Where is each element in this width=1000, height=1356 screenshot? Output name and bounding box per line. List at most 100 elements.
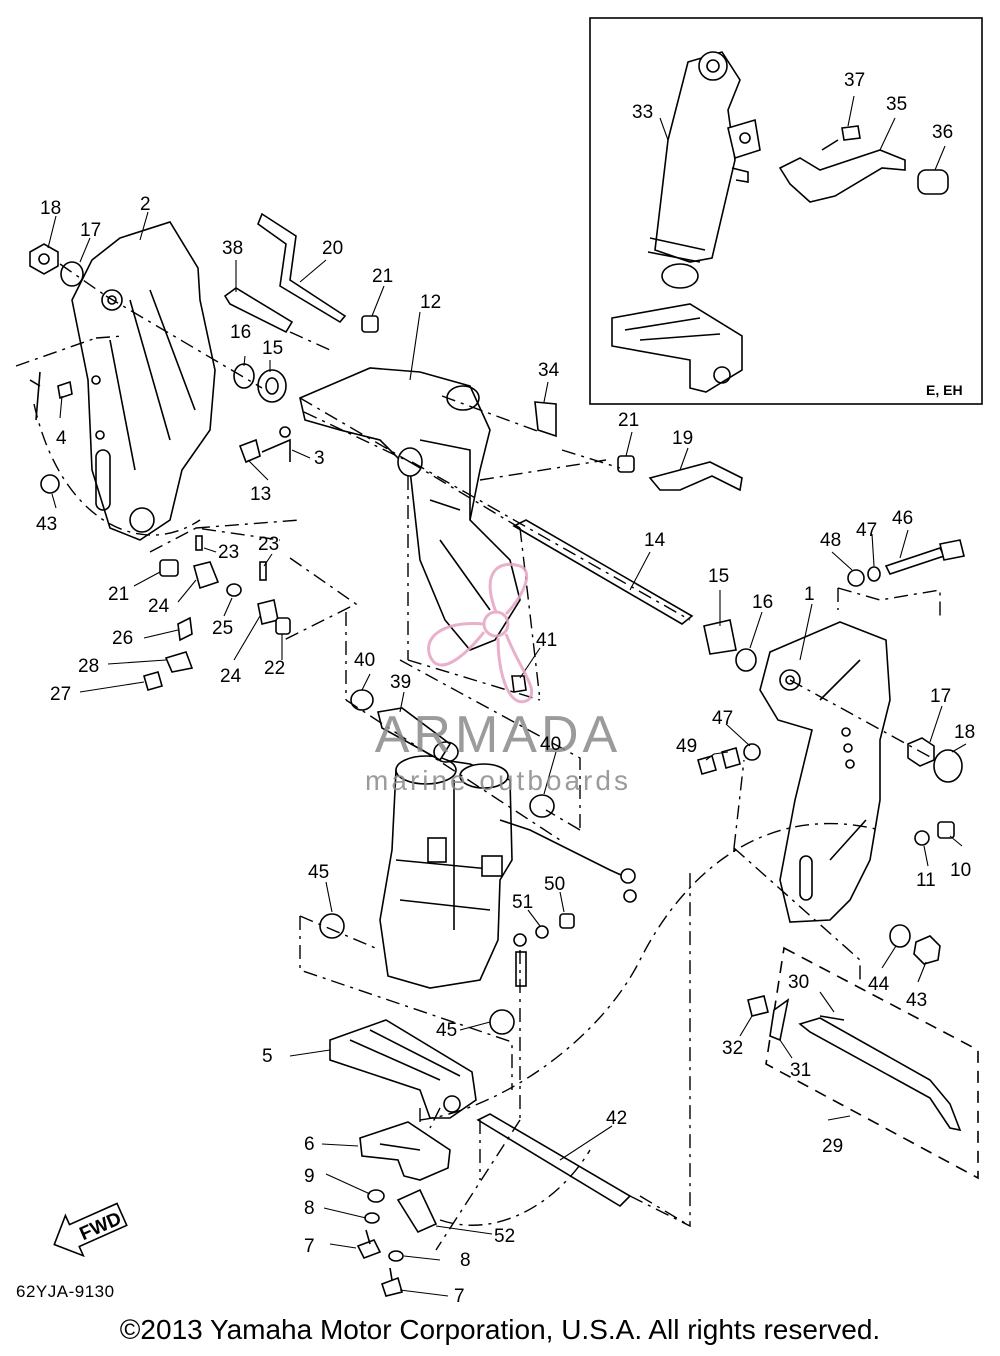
callout: 19 xyxy=(672,428,693,449)
nut-left xyxy=(29,243,59,275)
callout: 21 xyxy=(618,410,639,431)
nut-43b xyxy=(913,935,941,965)
callout: 46 xyxy=(892,508,913,529)
washer-44 xyxy=(889,924,911,948)
callout: 17 xyxy=(930,686,951,707)
small-parts-left xyxy=(29,371,291,691)
callout: 15 xyxy=(708,566,729,587)
callout: 29 xyxy=(822,1136,843,1157)
callout: 41 xyxy=(536,630,557,651)
tube-52 xyxy=(396,1188,438,1234)
inset-box xyxy=(589,17,983,405)
washer-51 xyxy=(535,925,549,939)
inset-cap xyxy=(917,169,949,195)
bolt-46 xyxy=(884,539,965,575)
callout: 24 xyxy=(220,666,242,687)
callout: 22 xyxy=(264,658,285,679)
bolt-10 xyxy=(937,821,955,839)
callout: 6 xyxy=(304,1134,315,1155)
tilt-pin-19 xyxy=(648,461,743,492)
sticker-34 xyxy=(534,401,557,438)
callout: 47 xyxy=(856,520,877,541)
callout: 4 xyxy=(56,428,67,449)
callout: 50 xyxy=(544,874,565,895)
inset-tilt-cylinder xyxy=(647,51,761,289)
callout: 45 xyxy=(436,1020,457,1041)
callout: 44 xyxy=(868,974,890,995)
callout: 20 xyxy=(322,238,343,259)
sweep-curves xyxy=(33,403,881,1226)
callout: 13 xyxy=(250,484,271,505)
callout: 12 xyxy=(420,292,441,313)
nut-49a xyxy=(697,755,717,775)
callout: 34 xyxy=(538,360,560,381)
callout: 8 xyxy=(304,1198,315,1219)
callout: 32 xyxy=(722,1038,743,1059)
washer-16a xyxy=(233,363,255,389)
grease-nipple-21b xyxy=(617,455,635,473)
bushing-15a xyxy=(257,369,287,403)
washer-48 xyxy=(847,569,865,587)
grease-nipple-21a xyxy=(361,315,379,333)
callout: 35 xyxy=(886,94,907,115)
washer-left xyxy=(60,261,84,287)
callout: 39 xyxy=(390,672,411,693)
callout: 16 xyxy=(230,322,251,343)
bushing-39 xyxy=(377,707,459,763)
watermark-brand: ARMADA xyxy=(375,706,621,764)
callout: 40 xyxy=(540,734,561,755)
bushing-15b xyxy=(703,619,737,655)
callout: 5 xyxy=(262,1046,273,1067)
callout: 11 xyxy=(916,870,936,891)
callout-labels: 18 17 2 38 20 21 12 16 15 4 3 13 43 34 2… xyxy=(36,70,975,1307)
callout: 38 xyxy=(222,238,243,259)
callout: 14 xyxy=(644,530,666,551)
copyright-notice: ©2013 Yamaha Motor Corporation, U.S.A. A… xyxy=(119,1314,881,1345)
callout: 8 xyxy=(460,1250,471,1271)
callout: 51 xyxy=(512,892,533,913)
lower-fasteners xyxy=(356,1189,404,1297)
clamp-bracket-left xyxy=(71,221,216,541)
callout: 15 xyxy=(262,338,283,359)
bushing-40a xyxy=(350,689,374,711)
callout: 45 xyxy=(308,862,329,883)
callout: 18 xyxy=(954,722,975,743)
callout: 7 xyxy=(304,1236,315,1257)
washer-16b xyxy=(735,648,757,672)
callout: 17 xyxy=(80,220,101,241)
callout: 24 xyxy=(148,596,170,617)
callout: 3 xyxy=(314,448,325,469)
inset-bracket xyxy=(778,149,906,203)
clip-41 xyxy=(511,675,527,693)
watermark: ARMADA marine outboards xyxy=(365,562,631,796)
inset-label: E, EH xyxy=(926,382,963,398)
callout: 36 xyxy=(932,122,953,143)
assembly-lines xyxy=(15,263,941,1251)
tilt-bar xyxy=(257,212,347,324)
callout: 21 xyxy=(108,584,129,605)
callout: 49 xyxy=(676,736,697,757)
inset-lower-bracket xyxy=(611,303,743,393)
bushing-40b xyxy=(529,794,555,818)
callout: 30 xyxy=(788,972,809,993)
callout: 23 xyxy=(218,542,239,563)
bolt-50 xyxy=(559,913,575,929)
callout: 42 xyxy=(606,1108,627,1129)
washer-47a xyxy=(867,566,881,582)
callout: 27 xyxy=(50,684,71,705)
washer-11 xyxy=(914,830,930,846)
callout: 37 xyxy=(844,70,865,91)
watermark-tagline: marine outboards xyxy=(365,765,631,796)
callout: 1 xyxy=(804,584,815,605)
ground-lead xyxy=(513,933,527,987)
diagram-code: 62YJA-9130 xyxy=(16,1282,115,1301)
callout: 33 xyxy=(632,102,653,123)
pin xyxy=(223,287,294,334)
callout: 23 xyxy=(258,534,279,555)
tilt-shaft-14 xyxy=(512,519,694,625)
callout: 40 xyxy=(354,650,375,671)
lower-mount-6 xyxy=(359,1121,451,1181)
callout: 43 xyxy=(906,990,927,1011)
washer-47b xyxy=(743,743,761,761)
